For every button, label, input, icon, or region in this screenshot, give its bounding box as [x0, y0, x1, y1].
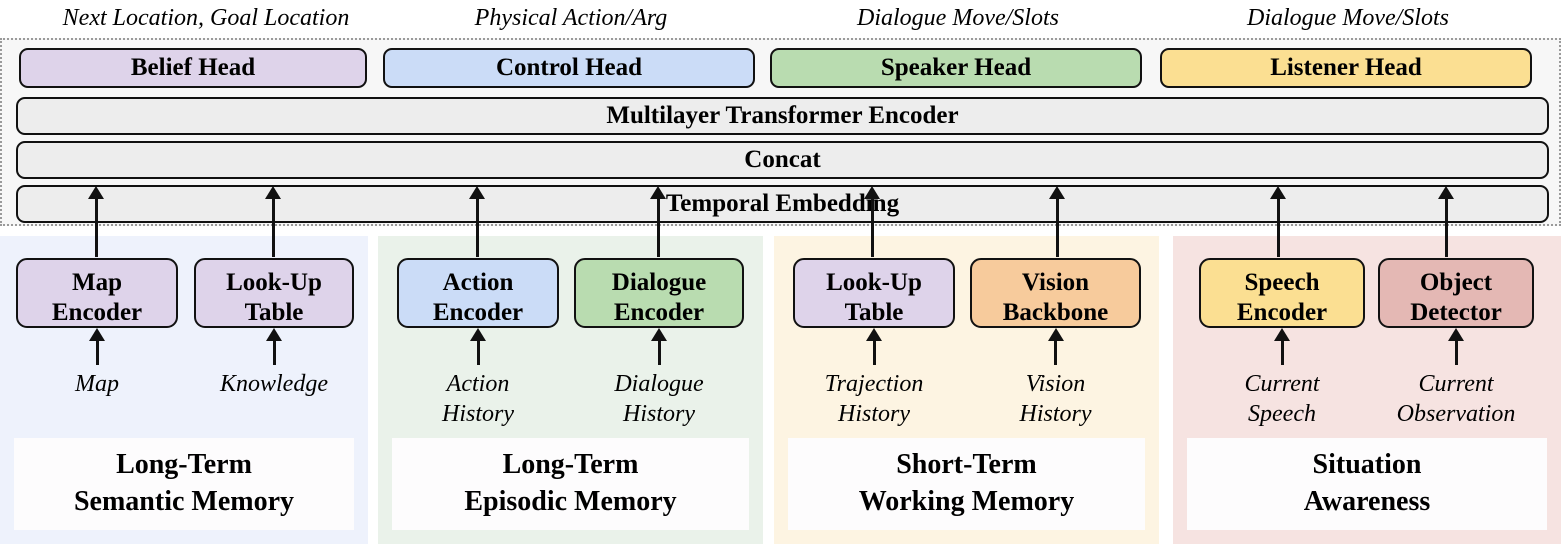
- input-label-line2: History: [1019, 401, 1092, 427]
- model-core-container: Belief Head Control Head Speaker Head Liste…: [0, 38, 1561, 226]
- input-arrow-icon: [95, 339, 99, 365]
- input-label-line2: History: [623, 401, 695, 427]
- output-caption-2: Dialogue Move/Slots: [857, 5, 1059, 31]
- panel-title-line1: Short-Term: [896, 449, 1037, 480]
- head-box-listener-head[interactable]: Listener Head: [1160, 48, 1532, 88]
- input-label-line2: History: [838, 401, 910, 427]
- head-box-speaker-head[interactable]: Speaker Head: [770, 48, 1142, 88]
- concat-bar: Concat: [16, 141, 1549, 179]
- encoder-to-core-arrow-icon-7: [1444, 197, 1448, 257]
- panel-title-line2: Awareness: [1303, 486, 1431, 517]
- output-caption-3: Dialogue Move/Slots: [1247, 5, 1449, 31]
- encoder-box-line1: Map: [72, 269, 122, 296]
- input-label-line2: Speech: [1248, 401, 1316, 427]
- encoder-box-line2: Table: [844, 299, 904, 326]
- encoder-box-line2: Encoder: [613, 299, 705, 326]
- encoder-box-line2: Table: [244, 299, 304, 326]
- input-label-line1: Trajection: [824, 371, 924, 397]
- input-label-map-: Map: [0, 369, 207, 399]
- input-label-line1: Dialogue: [614, 371, 704, 397]
- encoder-to-core-arrow-icon-3: [656, 197, 660, 257]
- panel-title-line2: Semantic Memory: [73, 486, 295, 517]
- panel-title-line2: Working Memory: [858, 486, 1075, 517]
- encoder-to-core-arrow-icon-1: [271, 197, 275, 257]
- encoder-box-line1: Object: [1419, 269, 1493, 296]
- output-captions-row: Next Location, Goal Location Physical Act…: [0, 0, 1561, 38]
- encoder-box-line2: Encoder: [1236, 299, 1328, 326]
- temporal-embedding-bar: Temporal Embedding: [16, 185, 1549, 223]
- encoder-to-core-arrow-icon-6: [1276, 197, 1280, 257]
- input-arrow-icon: [1454, 339, 1458, 365]
- panel-title-line2: Episodic Memory: [464, 486, 677, 517]
- encoder-to-core-arrow-icon-4: [870, 197, 874, 257]
- head-box-belief-head[interactable]: Belief Head: [19, 48, 367, 88]
- input-label-line1: Current: [1244, 371, 1320, 397]
- encoder-box-line1: Dialogue: [611, 269, 707, 296]
- encoder-box-line2: Encoder: [432, 299, 524, 326]
- input-label-line1: Knowledge: [220, 371, 328, 397]
- encoder-to-core-arrow-icon-5: [1055, 197, 1059, 257]
- input-arrow-icon: [1054, 339, 1057, 365]
- prediction-heads-row: Belief Head Control Head Speaker Head Liste…: [2, 48, 1561, 88]
- input-label-line1: Current: [1418, 371, 1494, 397]
- encoder-box-line2: Backbone: [1002, 299, 1109, 326]
- input-label-knowledge-: Knowledge: [164, 369, 384, 399]
- encoder-box-line1: Look-Up: [826, 269, 922, 296]
- input-label-line1: Vision: [1025, 371, 1086, 397]
- panel-title-line1: Situation: [1312, 449, 1422, 480]
- encoder-to-core-arrow-icon-2: [475, 197, 479, 257]
- input-label-line2: Observation: [1396, 401, 1516, 427]
- encoder-box-line1: Action: [442, 269, 514, 296]
- input-label-line1: Map: [75, 371, 119, 397]
- multilayer-transformer-encoder-bar: Multilayer Transformer Encoder: [16, 97, 1549, 135]
- input-label-line2: History: [442, 401, 514, 427]
- panel-title-line1: Long-Term: [116, 449, 252, 480]
- encoder-box-line2: Encoder: [51, 299, 143, 326]
- input-label-line1: Action: [446, 371, 510, 397]
- panel-title-line1: Long-Term: [502, 449, 639, 480]
- input-arrow-icon: [476, 339, 480, 365]
- output-caption-1: Physical Action/Arg: [474, 5, 668, 31]
- encoder-box-line1: Look-Up: [226, 269, 322, 296]
- input-arrow-icon: [872, 339, 876, 365]
- input-arrow-icon: [657, 339, 661, 365]
- head-box-control-head[interactable]: Control Head: [383, 48, 755, 88]
- encoder-box-line1: Speech: [1244, 269, 1320, 296]
- input-arrow-icon: [272, 339, 276, 365]
- encoder-to-core-arrow-icon-0: [94, 197, 98, 257]
- encoder-box-line2: Detector: [1410, 299, 1502, 326]
- input-arrow-icon: [1280, 339, 1284, 365]
- encoder-box-line1: Vision: [1021, 269, 1090, 296]
- output-caption-0: Next Location, Goal Location: [62, 5, 350, 31]
